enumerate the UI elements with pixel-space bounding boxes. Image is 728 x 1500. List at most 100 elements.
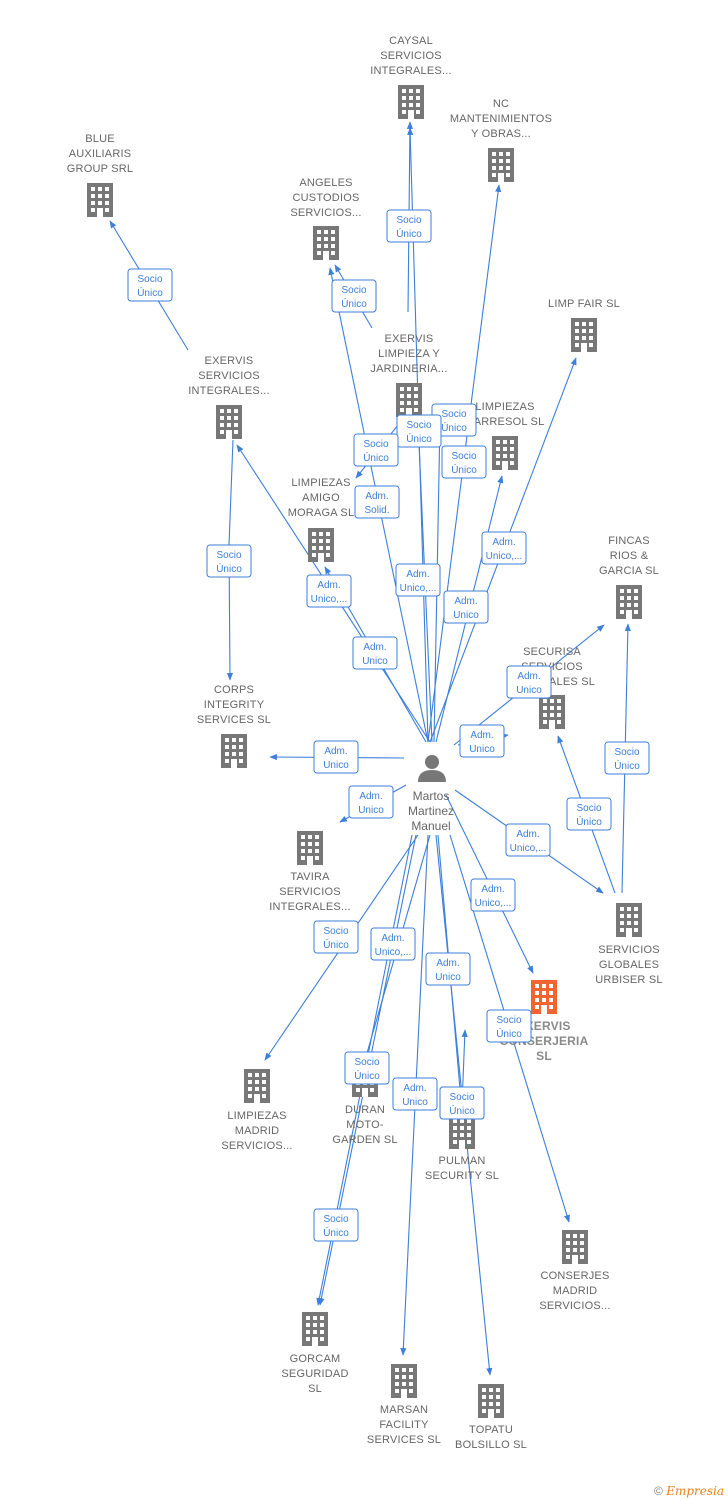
company-name-line: INTEGRALES... <box>188 385 269 397</box>
relation-badge[interactable]: Adm. Unico <box>392 1077 438 1111</box>
relation-badge[interactable]: Adm.Unico <box>348 785 394 819</box>
badge-box <box>459 724 505 758</box>
badge-box <box>386 209 432 243</box>
company-name-line: SERVICES SL <box>367 1434 441 1446</box>
badge-text: Adm. <box>406 569 429 580</box>
company-node-limp_madrid[interactable]: LIMPIEZASMADRIDSERVICIOS... <box>221 1069 292 1152</box>
badge-text: Único <box>323 1226 349 1239</box>
building-icon <box>297 831 323 865</box>
company-name-line: LIMPIEZAS <box>227 1110 286 1122</box>
company-name-line: INTEGRALES... <box>370 65 451 77</box>
badge-box <box>206 544 252 578</box>
relation-badge[interactable]: Adm.Unico,... <box>395 563 441 597</box>
badge-text: Unico,... <box>510 843 547 854</box>
badge-text: Unico,... <box>311 594 348 605</box>
company-name-line: MADRID <box>553 1285 598 1297</box>
badge-text: Único <box>323 938 349 951</box>
company-name-line: NC <box>493 98 509 110</box>
company-name-line: SERVICES SL <box>197 714 271 726</box>
badge-text: Socio <box>396 215 421 226</box>
badge-text: Unico <box>453 610 479 621</box>
company-name-line: AUXILIARIS <box>69 148 132 160</box>
relation-badge[interactable]: Adm.Unico,... <box>481 531 527 565</box>
relation-badge[interactable]: Adm.Unico <box>459 724 505 758</box>
badge-text: Adm. <box>481 884 504 895</box>
badge-box <box>392 1077 438 1111</box>
company-name-line: SL <box>536 1049 552 1063</box>
company-name-line: SERVICIOS... <box>290 207 361 219</box>
building-icon <box>539 695 565 729</box>
company-name-line: BOLSILLO SL <box>455 1439 527 1451</box>
badge-text: Adm. <box>403 1083 426 1094</box>
brand-logo[interactable]: Empresia <box>666 1484 724 1498</box>
relation-badge[interactable]: Adm.Unico,... <box>370 927 416 961</box>
badge-box <box>505 823 551 857</box>
company-name-line: EXERVIS <box>205 355 254 367</box>
badge-text: Socio <box>137 274 162 285</box>
company-node-limpfair[interactable]: LIMP FAIR SL <box>548 298 620 352</box>
badge-box <box>127 268 173 302</box>
building-icon <box>302 1312 328 1346</box>
relation-badge[interactable]: Adm.Unico <box>425 952 471 986</box>
relation-badge[interactable]: Adm.Unico <box>506 665 552 699</box>
badge-text: Unico <box>469 744 495 755</box>
badge-text: Único <box>614 759 640 772</box>
company-node-caysal[interactable]: CAYSALSERVICIOSINTEGRALES... <box>370 35 452 119</box>
badge-text: Socio <box>323 1214 348 1225</box>
company-node-conserjes[interactable]: CONSERJESMADRIDSERVICIOS... <box>539 1230 610 1312</box>
company-node-angeles[interactable]: ANGELESCUSTODIOSSERVICIOS... <box>290 177 361 260</box>
company-node-exervis_si[interactable]: EXERVISSERVICIOSINTEGRALES... <box>188 355 270 439</box>
badge-text: Único <box>441 421 467 434</box>
building-icon <box>87 183 113 217</box>
relation-badge[interactable]: Adm.Unico <box>313 740 359 774</box>
badge-text: Unico <box>435 972 461 983</box>
badge-text: Único <box>406 432 432 445</box>
badge-text: Unico <box>402 1097 428 1108</box>
badge-text: Solid. <box>364 505 389 516</box>
badge-box <box>306 574 352 608</box>
relation-badge[interactable]: Adm. Solid. <box>354 485 400 519</box>
relation-badge[interactable]: Adm.Unico,... <box>470 878 516 912</box>
badge-text: Adm. <box>317 580 340 591</box>
person-body-icon <box>418 770 446 782</box>
company-name-line: SEGURIDAD <box>281 1368 348 1380</box>
company-name-line: SERVICIOS <box>380 50 442 62</box>
badge-text: Adm. <box>365 491 388 502</box>
relation-badge[interactable]: Adm. Unico,... <box>306 574 352 608</box>
company-name-line: SERVICIOS... <box>539 1300 610 1312</box>
relation-badge[interactable]: Adm.Unico <box>352 636 398 670</box>
relation-badge[interactable]: Adm.Unico <box>443 590 489 624</box>
company-node-tavira[interactable]: TAVIRASERVICIOSINTEGRALES... <box>269 831 351 913</box>
relation-badge[interactable]: Adm.Unico,... <box>505 823 551 857</box>
